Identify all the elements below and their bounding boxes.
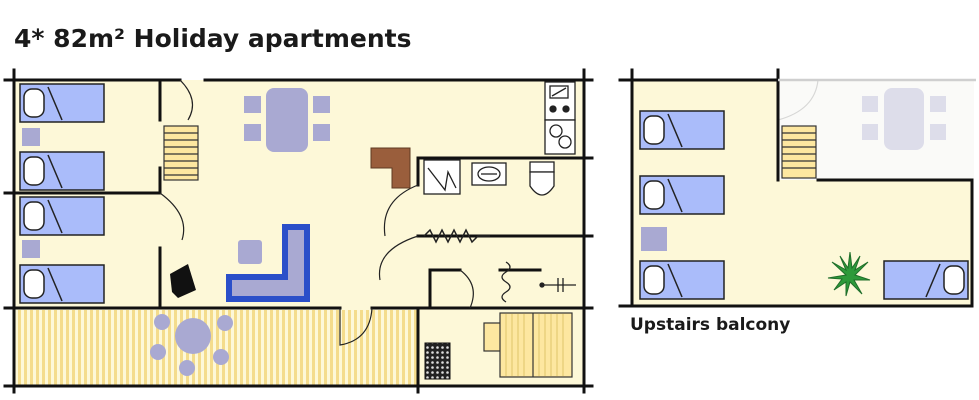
bed-icon bbox=[19, 264, 105, 304]
sofa-icon bbox=[226, 224, 310, 302]
sink-icon bbox=[544, 119, 576, 155]
bed-icon bbox=[639, 260, 725, 300]
terrace-area bbox=[14, 310, 418, 386]
garden-table-icon bbox=[175, 318, 211, 354]
upstairs-floor bbox=[618, 68, 976, 308]
void-furniture bbox=[777, 79, 946, 150]
chair-icon bbox=[150, 344, 166, 360]
dining-table-icon bbox=[266, 88, 308, 152]
bbq-icon bbox=[424, 342, 451, 380]
bed-icon bbox=[19, 151, 105, 191]
chair-icon bbox=[179, 360, 195, 376]
chair-icon bbox=[154, 314, 170, 330]
towel-radiator-icon bbox=[501, 261, 511, 303]
nightstand-icon bbox=[22, 240, 40, 258]
bed-icon bbox=[883, 260, 969, 300]
nightstand-icon bbox=[22, 128, 40, 146]
chair-icon bbox=[217, 315, 233, 331]
bed-icon bbox=[19, 196, 105, 236]
plant-icon bbox=[827, 251, 871, 297]
washbasin-icon bbox=[471, 162, 507, 186]
shower-icon bbox=[423, 159, 461, 195]
tap-icon bbox=[539, 278, 576, 292]
nightstand-icon bbox=[641, 227, 667, 251]
upstairs-balcony-caption: Upstairs balcony bbox=[630, 315, 791, 335]
upstairs-walls bbox=[618, 68, 974, 308]
armchair-icon bbox=[238, 240, 262, 264]
bed-icon bbox=[19, 83, 105, 123]
chair-icon bbox=[213, 349, 229, 365]
chair-icon bbox=[244, 96, 261, 113]
chair-icon bbox=[313, 124, 330, 141]
stairs-icon bbox=[781, 125, 817, 179]
stairs-icon bbox=[163, 125, 199, 181]
page-title: 4* 82m² Holiday apartments bbox=[14, 24, 412, 53]
piano-icon bbox=[170, 264, 196, 298]
sunbed-icon bbox=[483, 312, 573, 378]
radiator-icon bbox=[423, 228, 490, 244]
bed-icon bbox=[639, 110, 725, 150]
ground-floor bbox=[3, 68, 594, 394]
ground-floor-walls bbox=[3, 68, 594, 394]
bed-icon bbox=[639, 175, 725, 215]
fireplace-icon bbox=[370, 147, 411, 189]
door-swing-icon bbox=[159, 79, 474, 346]
toilet-icon bbox=[529, 161, 555, 196]
chair-icon bbox=[313, 96, 330, 113]
cooker-icon bbox=[544, 81, 576, 121]
chair-icon bbox=[244, 124, 261, 141]
